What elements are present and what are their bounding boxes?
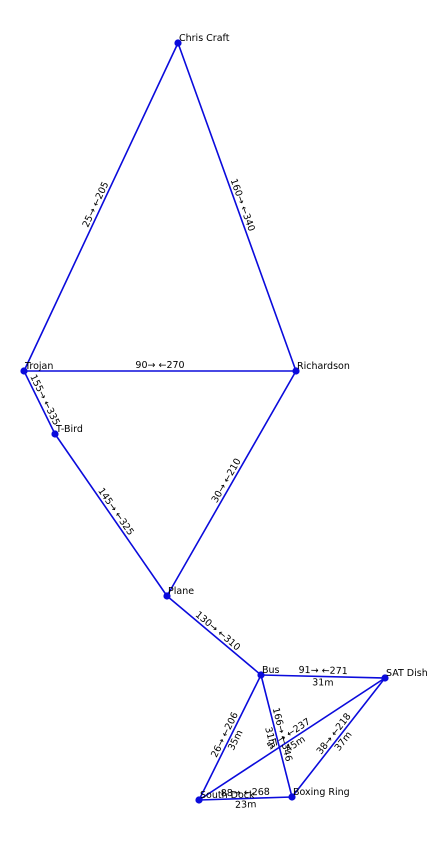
edge-plane-bus — [166, 595, 262, 676]
edge-label-group: 90→ ←270 — [135, 360, 184, 371]
edge-bearing-label: 25→ ←205 — [81, 180, 112, 229]
node-label-south-dock: South Dock — [200, 790, 255, 801]
edge-bearing-label: 88→ ←268 — [221, 787, 271, 800]
edge-label-group: 160→ ←340 — [228, 177, 257, 233]
node-boxing-ring — [288, 793, 296, 801]
edge-bearing-label: 160→ ←340 — [228, 177, 257, 233]
node-label-richardson: Richardson — [297, 361, 350, 372]
node-south-dock — [195, 796, 203, 804]
edge-label-group: 25→ ←205 — [81, 180, 112, 229]
node-label-tbird: T-Bird — [55, 424, 83, 435]
edge-trojan-tbird — [23, 370, 56, 435]
edge-trojan-chris_craft — [23, 42, 179, 372]
nodes-layer — [20, 39, 389, 804]
edge-distance-label: 31m — [262, 726, 278, 749]
edge-bearing-label: 30→ ←210 — [210, 457, 244, 505]
edge-label-group: 145→ ←325 — [95, 486, 135, 538]
edge-label-group: 30→ ←210 — [210, 457, 244, 505]
node-chris-craft — [174, 39, 182, 47]
edge-bus-sat_dish — [260, 674, 386, 679]
edge-distance-label: 31m — [312, 677, 334, 689]
node-label-trojan: Trojan — [24, 361, 53, 372]
edge-distance-label: 23m — [235, 799, 257, 811]
edge-south_dock-bus — [198, 674, 262, 801]
node-trojan — [20, 367, 28, 375]
edge-bearing-label: 91→ ←271 — [298, 665, 347, 677]
edge-tbird-plane — [54, 433, 168, 597]
edge-south_dock-sat_dish — [198, 677, 386, 801]
node-label-bus: Bus — [262, 665, 280, 676]
edge-bus-boxing_ring — [260, 674, 293, 798]
edge-bearing-label: 145→ ←325 — [95, 486, 135, 538]
edge-bearing-label: 155→ ←335 — [27, 373, 61, 427]
node-sat-dish — [381, 674, 389, 682]
edge-bearing-label: 90→ ←270 — [135, 360, 184, 371]
node-richardson — [292, 367, 300, 375]
edge-chris_craft-richardson — [177, 42, 297, 372]
node-plane — [163, 592, 171, 600]
edges-layer — [23, 42, 386, 801]
edge-south_dock-boxing_ring — [198, 796, 293, 801]
edge-plane-richardson — [166, 370, 297, 597]
node-bus — [257, 671, 265, 679]
edge-boxing_ring-sat_dish — [291, 677, 386, 798]
node-label-plane: Plane — [168, 586, 194, 597]
node-label-boxing-ring: Boxing Ring — [293, 787, 350, 798]
node-label-chris-craft: Chris Craft — [179, 33, 230, 44]
edge-bearing-label: 130→ ←310 — [193, 609, 242, 653]
node-tbird — [51, 430, 59, 438]
edge-label-group: 130→ ←310 — [193, 609, 242, 653]
edge-labels-layer: 25→ ←205 160→ ←340 90→ ←270 155→ ←335 30→ ←2… — [27, 177, 354, 811]
edge-label-group: 155→ ←335 — [27, 373, 61, 427]
node-label-sat-dish: SAT Dish — [386, 668, 428, 679]
